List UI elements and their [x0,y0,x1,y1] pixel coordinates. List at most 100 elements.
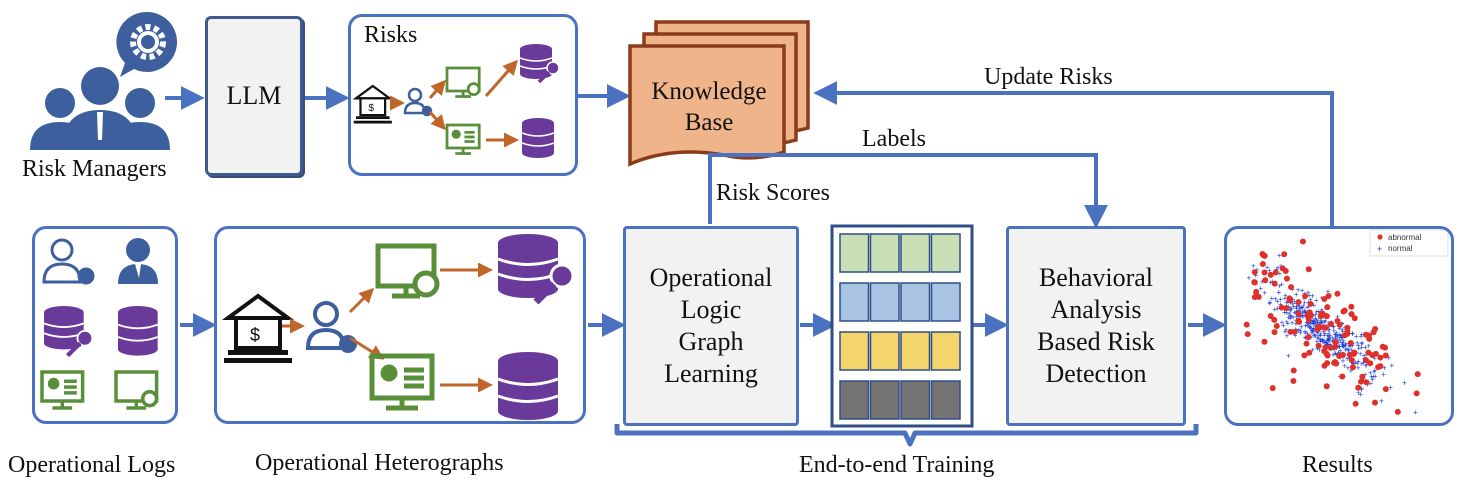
normal-point: + [1288,305,1293,314]
normal-point: + [1353,358,1358,367]
normal-point: + [1366,341,1371,350]
knowledge-base-label: Knowledge Base [634,76,784,138]
normal-point: + [1339,332,1344,341]
normal-point: + [1320,336,1325,345]
normal-point: + [1294,304,1299,313]
hetero-flow-2 [348,287,375,314]
normal-point: + [1370,375,1375,384]
normal-point: + [1361,358,1366,367]
normal-point: + [1402,378,1407,387]
normal-point: + [1291,302,1296,311]
abnormal-point [1325,292,1332,299]
abnormal-point [1323,350,1330,357]
normal-point: + [1303,308,1308,317]
normal-point: + [1322,338,1327,347]
normal-point: + [1340,327,1345,336]
normal-point: + [1351,359,1356,368]
abnormal-point [1350,351,1357,358]
abnormal-point [1349,364,1356,371]
normal-point: + [1305,303,1310,312]
normal-point: + [1307,323,1312,332]
normal-point: + [1333,349,1338,358]
normal-point: + [1319,305,1324,314]
normal-point: + [1298,312,1303,321]
embedding-cell [869,233,900,273]
normal-point: + [1381,370,1386,379]
normal-point: + [1320,318,1325,327]
abnormal-point [1323,313,1330,320]
abnormal-point [1348,311,1355,318]
abnormal-point [1359,373,1366,380]
risks-db-key-icon [519,44,560,84]
normal-point: + [1300,311,1305,320]
normal-point: + [1280,318,1285,327]
abnormal-point [1355,384,1362,391]
abnormal-point [1315,323,1322,330]
normal-point: + [1298,327,1303,336]
normal-point: + [1287,309,1292,318]
normal-point: + [1343,341,1348,350]
abnormal-point [1271,316,1278,323]
normal-point: + [1373,372,1378,381]
abnormal-point [1324,304,1331,311]
behavioral-line3: Based Risk [1037,327,1155,356]
llm-box: LLM [205,16,303,176]
normal-point: + [1303,333,1308,342]
normal-point: + [1369,372,1374,381]
normal-point: + [1300,286,1305,295]
knowledge-base-shape [628,20,810,167]
normal-point: + [1304,308,1309,317]
normal-point: + [1247,273,1252,282]
normal-point: + [1340,325,1345,334]
normal-point: + [1334,328,1339,337]
abnormal-point [1323,383,1330,390]
risks-label: Risks [364,22,418,48]
normal-point: + [1317,346,1322,355]
abnormal-point [1358,378,1365,385]
normal-point: + [1331,322,1336,331]
normal-point: + [1359,332,1364,341]
normal-point: + [1289,305,1294,314]
abnormal-point [1334,290,1341,297]
normal-point: + [1356,341,1361,350]
ologl-line2: Logic [680,295,742,324]
embedding-cell [900,282,931,322]
normal-point: + [1275,304,1280,313]
ologl-box: Operational Logic Graph Learning [623,226,799,426]
legend-abnormal-marker [1377,234,1383,240]
normal-point: + [1315,337,1320,346]
abnormal-point [1267,312,1274,319]
normal-point: + [1345,345,1350,354]
abnormal-point [1306,349,1313,356]
normal-point: + [1356,344,1361,353]
normal-point: + [1282,294,1287,303]
embedding-cell [900,331,931,371]
abnormal-point [1279,265,1286,272]
normal-point: + [1258,284,1263,293]
normal-point: + [1314,296,1319,305]
arrow-update-risks [813,81,1334,226]
normal-point: + [1313,318,1318,327]
normal-point: + [1341,340,1346,349]
normal-point: + [1322,336,1327,345]
normal-point: + [1349,345,1354,354]
normal-point: + [1292,308,1297,317]
results-label: Results [1302,452,1373,478]
normal-point: + [1331,350,1336,359]
embedding-cell [930,233,961,273]
normal-point: + [1302,299,1307,308]
normal-point: + [1305,321,1310,330]
normal-point: + [1294,290,1299,299]
normal-point: + [1326,335,1331,344]
normal-point: + [1300,307,1305,316]
normal-point: + [1347,329,1352,338]
normal-point: + [1319,317,1324,326]
abnormal-point [1302,292,1309,299]
normal-point: + [1268,278,1273,287]
embedding-cell [869,380,900,420]
normal-point: + [1311,319,1316,328]
normal-point: + [1297,302,1302,311]
normal-point: + [1290,285,1295,294]
normal-point: + [1324,338,1329,347]
